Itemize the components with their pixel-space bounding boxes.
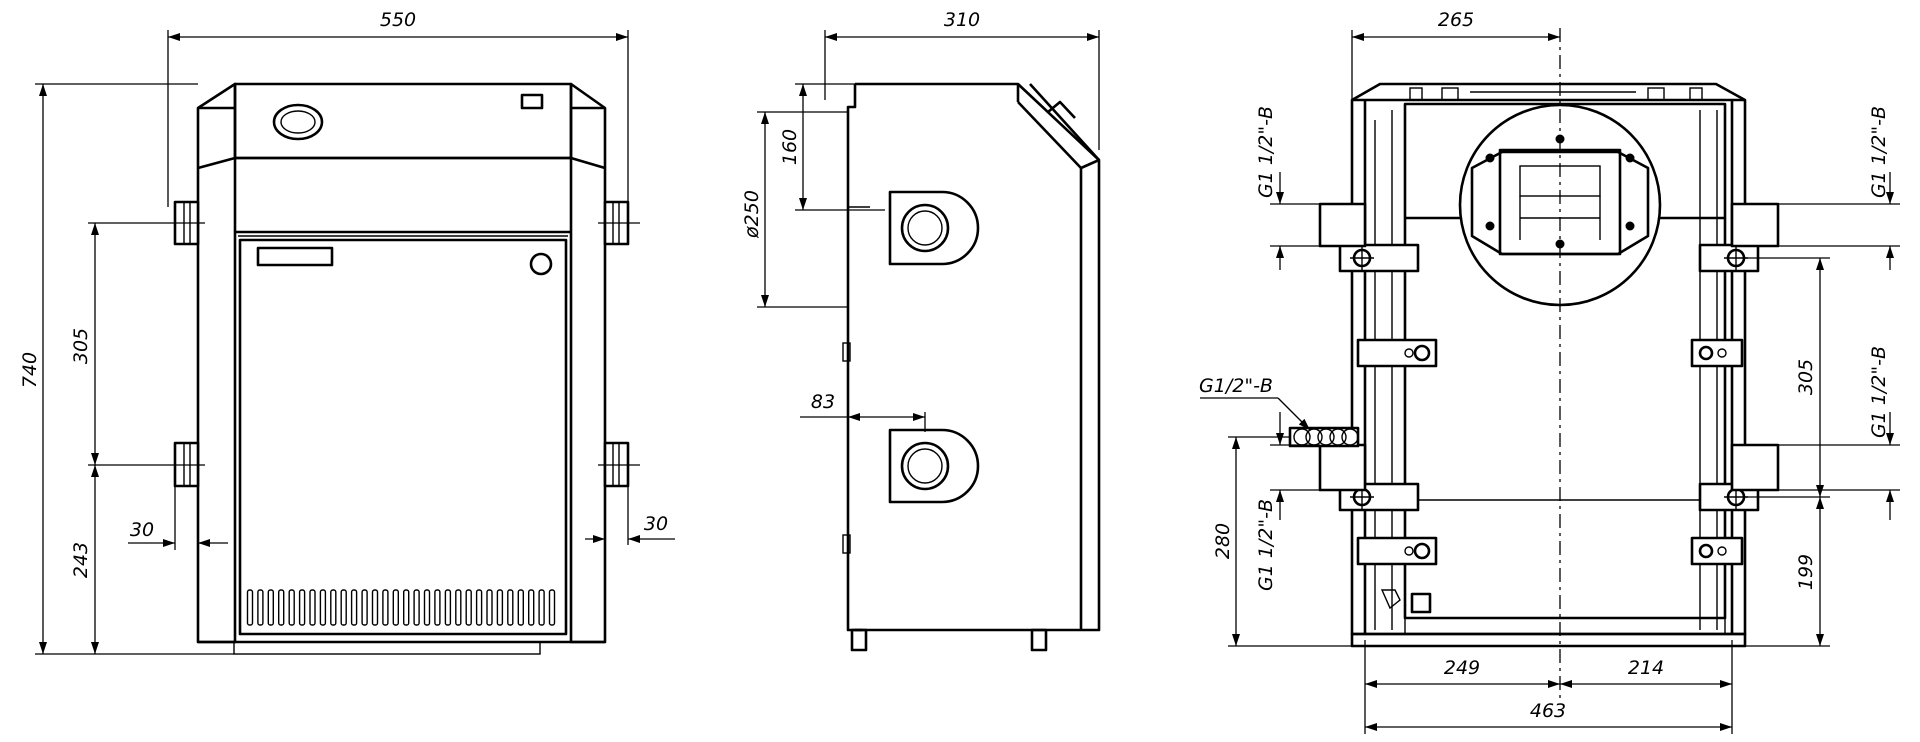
- vent-slot: [246, 589, 254, 626]
- bracket-left-mid: [1356, 338, 1438, 368]
- rear-pipe-left-upper: [1318, 202, 1367, 248]
- rear-view: 265 249 214 463 305 199 280 G1 1/2"-B G1…: [1199, 9, 1900, 734]
- vent-slot: [486, 589, 493, 626]
- bracket-right-mid: [1690, 338, 1744, 368]
- vent-slot: [413, 589, 420, 626]
- drain-valve: [1288, 426, 1360, 448]
- vent-slot: [257, 589, 264, 626]
- vent-slot: [423, 589, 431, 626]
- dim-lower-243: 243: [70, 542, 92, 578]
- dim-flue-offset-265: 265: [1438, 9, 1474, 31]
- dim-left-249: 249: [1444, 657, 1480, 679]
- vent-slot: [538, 589, 545, 626]
- vent-slot: [382, 589, 389, 626]
- side-nozzle-lower: [888, 428, 980, 504]
- side-view: 310 160 ø250 83: [741, 9, 1101, 652]
- thread-label-lower-right: G1 1/2"-B: [1868, 346, 1890, 438]
- boiler-door: [238, 238, 568, 636]
- vent-slot: [548, 589, 556, 626]
- ventilation-slots: [246, 589, 556, 626]
- vent-slot: [465, 589, 472, 626]
- rear-base: [1350, 632, 1747, 648]
- thread-label-drain: G1/2"-B: [1199, 375, 1273, 397]
- dim-rear-lower-199: 199: [1795, 554, 1817, 590]
- dim-flue-diameter: ø250: [741, 190, 763, 239]
- vent-slot: [528, 589, 535, 626]
- dim-flue-160: 160: [779, 129, 801, 165]
- thermometer-gauge-icon: [272, 103, 324, 141]
- vent-slot: [350, 589, 358, 626]
- vent-slot: [475, 589, 483, 626]
- dim-left-offset-30: 30: [130, 519, 154, 541]
- vent-slot: [309, 589, 316, 626]
- vent-slot: [361, 589, 368, 626]
- vent-slot: [434, 589, 441, 626]
- dim-right-offset-30: 30: [644, 513, 668, 535]
- vent-slot: [444, 589, 452, 626]
- thread-label-upper-right: G1 1/2"-B: [1868, 106, 1890, 198]
- dim-right-214: 214: [1628, 657, 1664, 679]
- side-nozzle-upper: [888, 190, 980, 266]
- bracket-right-bottom: [1690, 536, 1744, 566]
- door-handle-icon: [529, 252, 553, 276]
- dim-pipe-offset-83: 83: [811, 391, 835, 413]
- foot-front: [1030, 628, 1048, 652]
- vent-slot: [298, 589, 306, 626]
- vent-slot: [403, 589, 410, 626]
- vent-slot: [330, 589, 337, 626]
- rear-pipe-right-upper: [1730, 202, 1780, 248]
- vent-slot: [319, 589, 327, 626]
- bracket-left-upper: [1338, 243, 1420, 273]
- dim-rear-spacing-305: 305: [1795, 359, 1817, 395]
- rear-pipe-left-lower: [1318, 443, 1367, 492]
- vent-slot: [267, 589, 274, 626]
- thread-label-lower-left: G1 1/2"-B: [1255, 499, 1277, 591]
- vent-slot: [288, 589, 295, 626]
- vent-slot: [496, 589, 504, 626]
- thread-label-upper-left: G1 1/2"-B: [1255, 106, 1277, 198]
- nameplate: [256, 246, 334, 267]
- dim-width-550: 550: [380, 9, 416, 31]
- dim-pipe-spacing-305: 305: [70, 328, 92, 364]
- rear-pipe-right-lower: [1730, 443, 1780, 492]
- vent-slot: [455, 589, 462, 626]
- dim-height-740: 740: [19, 352, 41, 388]
- foot-rear: [850, 628, 868, 652]
- vent-slot: [371, 589, 379, 626]
- dim-rear-left-280: 280: [1212, 523, 1234, 559]
- vent-slot: [340, 589, 347, 626]
- bracket-left-bottom: [1356, 536, 1438, 566]
- dim-depth-310: 310: [944, 9, 980, 31]
- dim-total-463: 463: [1530, 700, 1566, 722]
- indicator-window: [520, 93, 544, 110]
- vent-slot: [278, 589, 285, 626]
- vent-slot: [517, 589, 524, 626]
- vent-slot: [507, 589, 514, 626]
- front-view: 550 740 305 243 30 30: [19, 9, 675, 655]
- vent-slot: [392, 589, 399, 626]
